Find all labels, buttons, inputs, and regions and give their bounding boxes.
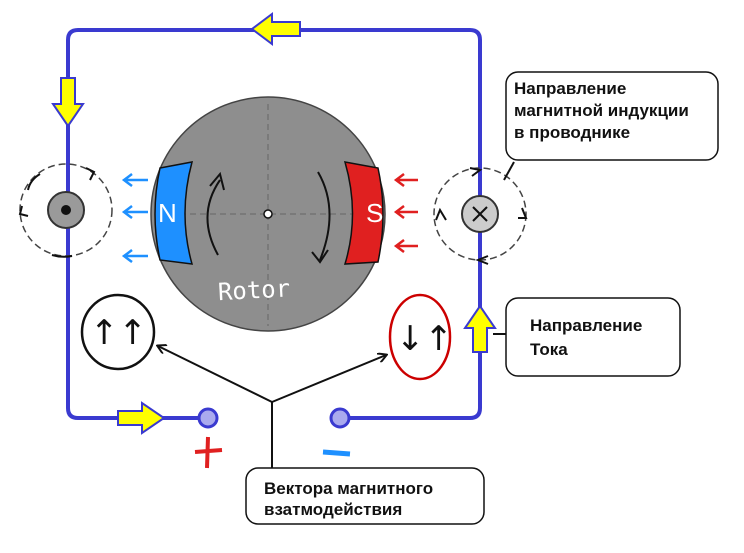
right-vector-label: ↓↑ [396, 319, 453, 359]
current-arrow-top-icon [250, 12, 301, 46]
south-pole-label: S [366, 198, 383, 228]
vectors-callout-line-2: взатмодействия [264, 500, 402, 519]
rotor-axle-icon [263, 209, 273, 219]
current-callout-line-2: Тока [530, 340, 568, 359]
left-field-arrows-icon [18, 167, 96, 258]
induction-callout: Направление магнитной индукции в проводн… [505, 71, 719, 161]
dot-icon [61, 205, 71, 215]
positive-terminal [197, 407, 219, 429]
rotation-arrows-icon [206, 171, 331, 264]
vectors-callout-line-1: Вектора магнитного [264, 479, 433, 498]
negative-terminal [329, 407, 351, 429]
induction-callout-line-2: магнитной индукции [514, 101, 689, 120]
right-vector-circle [388, 293, 452, 381]
rotor-label: Rotor [217, 274, 291, 306]
cross-icon [472, 206, 488, 222]
right-field-arrows-icon [435, 167, 528, 265]
current-arrow-right-icon [463, 304, 497, 353]
field-arrows-right-icon [393, 173, 418, 253]
current-callout-line-1: Направление [530, 316, 642, 335]
field-arrows-left-icon [121, 173, 148, 263]
south-pole [343, 161, 384, 265]
induction-callout-line-3: в проводнике [514, 123, 630, 142]
left-vector-circle [80, 293, 156, 371]
minus-icon [322, 449, 351, 457]
left-vector-label: ↑↑ [90, 313, 147, 353]
north-pole [154, 161, 194, 265]
current-callout: Направление Тока [505, 297, 681, 377]
current-arrow-bottom-icon [117, 401, 166, 435]
plus-icon [194, 436, 223, 469]
vectors-callout: Вектора магнитного взатмодействия [245, 467, 485, 525]
current-arrow-left-icon [51, 77, 85, 128]
pointer-lines [158, 161, 515, 468]
induction-callout-line-1: Направление [514, 79, 626, 98]
north-pole-label: N [158, 198, 177, 228]
